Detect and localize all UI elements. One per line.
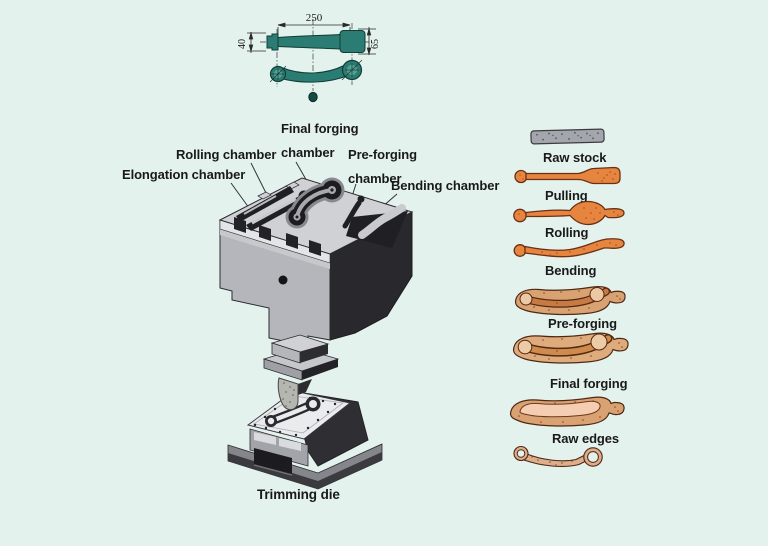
die-hole	[278, 275, 288, 285]
label-final-forging: Final forging	[550, 376, 628, 391]
label-pre-forging: Pre-forging	[548, 316, 617, 331]
rolling-shape	[513, 200, 625, 226]
raw-stock-shape	[530, 128, 605, 145]
dim-65	[358, 27, 376, 56]
dim-small-end-text: 40	[237, 39, 248, 49]
label-raw-stock: Raw stock	[543, 150, 607, 165]
final-forging-shape	[512, 332, 629, 364]
label-raw-edges: Raw edges	[552, 431, 620, 446]
label-bending: Bending	[545, 263, 597, 278]
rod-front-view	[269, 59, 363, 103]
forged-with-flash-shape	[509, 396, 625, 427]
trim-punch-shank	[277, 377, 299, 411]
forged-core	[519, 400, 601, 418]
label-bending-chamber: Bending chamber	[391, 178, 500, 193]
die-front-notches	[234, 217, 321, 256]
label-pulling: Pulling	[545, 188, 588, 203]
die-final-forging-chamber	[285, 177, 345, 229]
trim-plate	[246, 390, 352, 440]
label-elongation-chamber: Elongation chamber	[122, 167, 246, 182]
die-elongation-chamber	[236, 186, 294, 222]
bending-shape	[513, 238, 625, 258]
trim-window	[254, 448, 292, 475]
die-bending-chamber	[346, 204, 408, 248]
shank-speckles	[282, 382, 295, 407]
label-trimming-die: Trimming die	[257, 487, 340, 502]
die-pre-forging-chamber	[342, 195, 365, 229]
label-rolling-chamber: Rolling chamber	[176, 147, 277, 162]
dim-40	[247, 31, 266, 53]
forging-die-illustration	[218, 177, 414, 347]
trimming-die-illustration	[227, 334, 383, 490]
trim-punch	[262, 334, 340, 411]
rod-top-view	[266, 30, 366, 53]
rod-boss	[308, 91, 318, 103]
part-drawing: 250 40 65	[237, 12, 381, 103]
dim-big-end-text: 65	[370, 39, 381, 49]
dim-length-text: 250	[306, 12, 323, 24]
label-rolling: Rolling	[545, 225, 589, 240]
raw-edges-shape	[513, 445, 603, 467]
pre-forging-shape	[514, 285, 626, 316]
label-pre-forging-chamber: Pre-forging chamber	[348, 147, 417, 186]
pulling-shape	[514, 166, 621, 185]
label-final-forging-chamber: Final forging chamber	[281, 121, 359, 160]
